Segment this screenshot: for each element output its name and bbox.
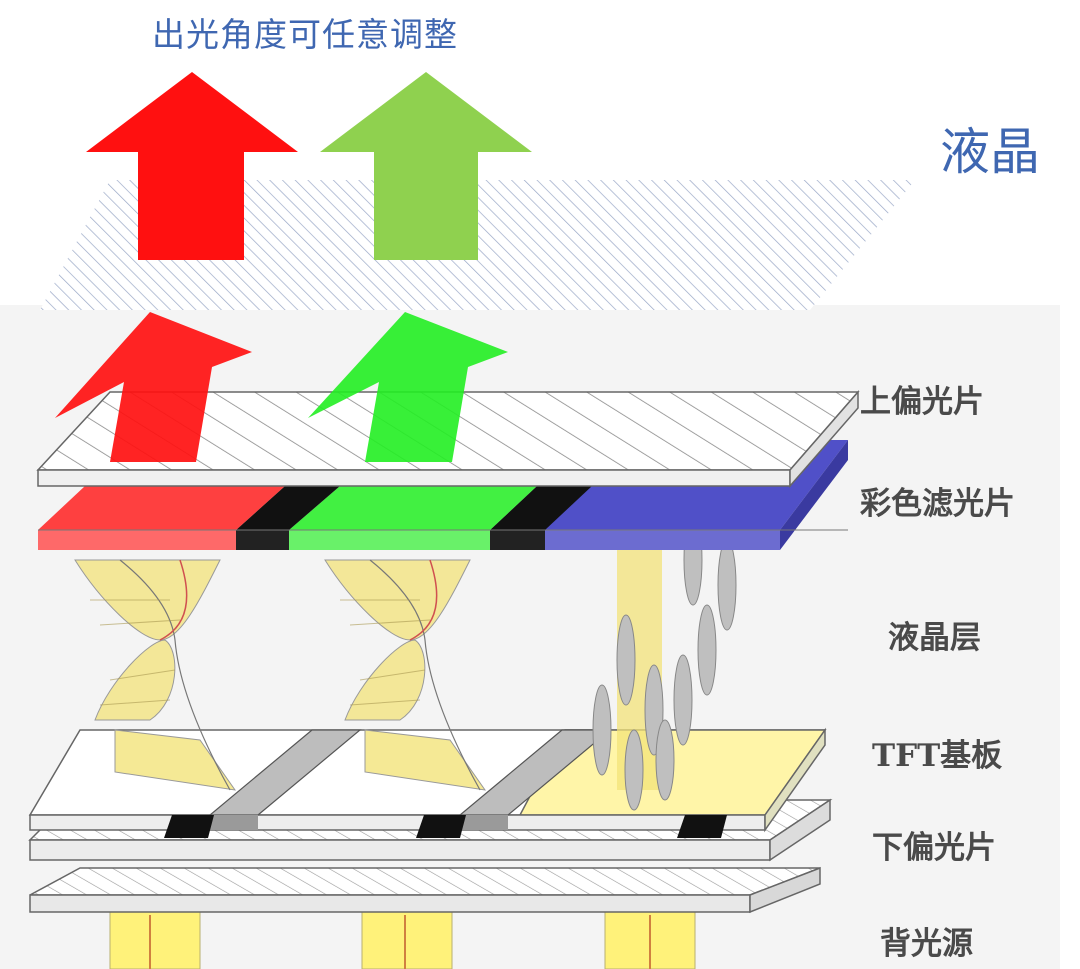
label-liquid-crystal-layer: 液晶层 bbox=[888, 620, 981, 656]
label-tft-substrate: TFT基板 bbox=[872, 738, 1003, 774]
twisted-crystal-fan-left bbox=[74, 559, 237, 791]
red-emerging-arrow bbox=[55, 312, 252, 462]
label-lower-polarizer: 下偏光片 bbox=[872, 830, 996, 866]
green-output-arrow bbox=[320, 72, 532, 260]
red-output-arrow bbox=[86, 72, 298, 260]
label-color-filter: 彩色滤光片 bbox=[860, 486, 1015, 522]
label-backlight: 背光源 bbox=[880, 926, 973, 962]
green-emerging-arrow bbox=[308, 312, 508, 462]
aligned-crystal-column bbox=[592, 500, 737, 811]
liquid-crystal-caption: 液晶 bbox=[940, 123, 1040, 181]
headline-caption: 出光角度可任意调整 bbox=[152, 15, 458, 54]
twisted-crystal-fan-middle bbox=[324, 559, 487, 791]
backlight bbox=[29, 866, 821, 969]
label-upper-polarizer: 上偏光片 bbox=[860, 384, 984, 420]
